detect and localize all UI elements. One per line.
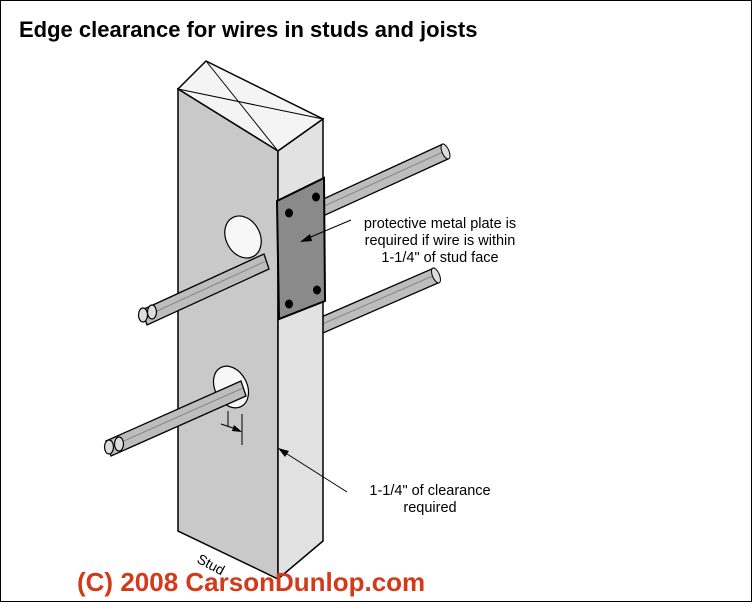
page-title: Edge clearance for wires in studs and jo…: [19, 17, 478, 42]
stud: [176, 60, 325, 581]
plate-callout-line: 1-1/4" of stud face: [381, 250, 499, 266]
clearance-callout: 1-1/4" of clearance required: [349, 483, 511, 517]
plate-screw: [313, 285, 321, 295]
lower-wire-rear: [318, 267, 441, 334]
plate-callout: protective metal plate is required if wi…: [355, 216, 525, 267]
plate-callout-line: required if wire is within: [364, 233, 516, 249]
upper-wire-rear: [318, 143, 451, 217]
plate-screw: [285, 208, 293, 218]
plate-screw: [285, 299, 293, 309]
clearance-callout-line: 1-1/4" of clearance: [369, 483, 491, 499]
plate-leader-arrow: [300, 219, 352, 242]
plate-screw: [312, 192, 320, 202]
lower-wire-front: [103, 380, 247, 457]
protective-metal-plate: [275, 176, 327, 321]
clearance-callout-line: required: [403, 500, 457, 516]
upper-hole: [224, 215, 262, 259]
copyright-notice: (C) 2008 CarsonDunlop.com: [77, 567, 426, 597]
upper-wire-front: [137, 253, 270, 326]
clearance-dimension: [220, 411, 243, 445]
clearance-leader-arrow: [278, 448, 348, 493]
plate-callout-line: protective metal plate is: [363, 216, 517, 232]
stud-front-face: [177, 87, 279, 581]
